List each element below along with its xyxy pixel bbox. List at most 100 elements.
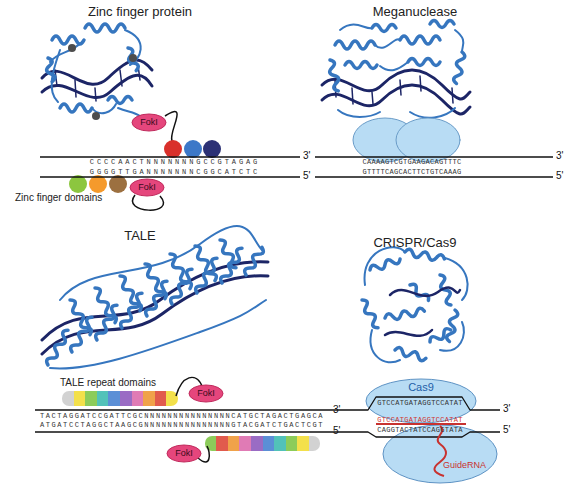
zinc-finger-structure bbox=[50, 40, 84, 62]
cas9-structure bbox=[446, 309, 458, 342]
zinc-finger-structure bbox=[52, 36, 84, 44]
node-label: GuideRNA bbox=[443, 460, 486, 471]
zinc-finger-structure bbox=[45, 24, 140, 112]
node-text-box: FokI bbox=[131, 113, 167, 132]
cas9-structure bbox=[394, 347, 427, 362]
node-ellipse bbox=[132, 114, 166, 131]
meganuclease-structure bbox=[372, 25, 396, 32]
zinc-finger-structure bbox=[129, 54, 137, 62]
meganuclease-structure bbox=[338, 110, 380, 117]
cas9-structure bbox=[428, 327, 452, 345]
zinc-finger-structure bbox=[55, 70, 57, 86]
meganuclease-structure bbox=[338, 25, 463, 118]
cas9-structure bbox=[437, 274, 455, 306]
node-text-box: FokI bbox=[188, 384, 224, 403]
tale-structure bbox=[243, 246, 265, 277]
strand-end-label: 5' bbox=[503, 424, 510, 435]
tale-structure bbox=[69, 316, 95, 354]
zinc-finger-structure bbox=[120, 70, 122, 86]
strand-end-label: 5' bbox=[556, 170, 563, 181]
node-label: FokI bbox=[197, 388, 215, 399]
tale-structure bbox=[167, 252, 193, 290]
zinc-finger-domains bbox=[69, 175, 87, 193]
cas9-structure bbox=[359, 249, 458, 362]
foki-domain: FokI bbox=[166, 444, 202, 463]
guide-rna-strand bbox=[376, 424, 466, 476]
tale-repeat-bar bbox=[205, 436, 320, 451]
node-ellipse bbox=[130, 179, 164, 196]
tale-structure bbox=[144, 280, 170, 318]
dna-strand bbox=[40, 176, 300, 177]
tale-structure bbox=[217, 238, 239, 269]
node-label: FokI bbox=[138, 182, 156, 193]
zinc-finger-structure bbox=[92, 112, 100, 120]
tale-structure bbox=[92, 286, 118, 324]
zinc-finger-structure bbox=[50, 30, 141, 116]
dna-sequence: TACTAGGATCCGATTCGCNNNNNNNNNNNNNNNCATGCTA… bbox=[40, 412, 324, 420]
tale-structure bbox=[219, 247, 245, 285]
foki-domain: FokI bbox=[131, 113, 167, 132]
panel-title: Meganuclease bbox=[373, 4, 458, 19]
meganuclease-structure bbox=[375, 39, 400, 48]
dna-strand bbox=[40, 157, 300, 177]
cas9-structure bbox=[359, 247, 468, 362]
tale-structure bbox=[42, 262, 268, 340]
tale-structure bbox=[42, 276, 268, 354]
meganuclease-structure bbox=[322, 21, 470, 163]
cas9-structure bbox=[404, 249, 445, 263]
zinc-finger-structure bbox=[52, 50, 60, 102]
meganuclease-structure bbox=[453, 51, 465, 84]
node-text-box: FokI bbox=[166, 444, 202, 463]
tale-structure bbox=[169, 268, 195, 306]
tale-structure bbox=[45, 238, 265, 367]
meganuclease-structure bbox=[410, 108, 455, 118]
cas9-structure bbox=[369, 256, 401, 274]
zinc-finger-structure bbox=[118, 108, 140, 116]
zinc-finger-structure bbox=[55, 65, 140, 101]
meganuclease-structure bbox=[353, 118, 417, 162]
zinc-finger-structure bbox=[42, 60, 152, 84]
dna-strand bbox=[40, 156, 300, 157]
cas9-structure bbox=[385, 288, 460, 336]
dna-strand bbox=[330, 397, 500, 437]
foki-domain: FokI bbox=[188, 384, 224, 403]
strand-end-label: 3' bbox=[556, 150, 563, 161]
dna-strand bbox=[35, 409, 330, 410]
meganuclease-structure bbox=[420, 76, 421, 91]
zinc-finger-structure bbox=[92, 104, 116, 113]
node-ellipse bbox=[167, 445, 201, 462]
cas9-structure bbox=[445, 258, 468, 300]
tale-structure bbox=[94, 304, 120, 342]
zinc-finger-structure bbox=[42, 75, 152, 97]
domain-label: Zinc finger domains bbox=[15, 192, 102, 204]
tale-structure bbox=[42, 226, 268, 369]
cas9-structure bbox=[408, 282, 431, 303]
strand-end-label: 3' bbox=[503, 403, 510, 414]
cas9-structure bbox=[371, 330, 400, 362]
cas9-structure bbox=[359, 298, 381, 329]
zinc-finger-domains bbox=[89, 175, 107, 193]
tale-structure bbox=[192, 244, 218, 282]
dna-strand bbox=[315, 157, 553, 177]
strand-end-label: 3' bbox=[333, 404, 340, 415]
zinc-finger-structure bbox=[68, 44, 76, 52]
meganuclease-structure bbox=[380, 62, 408, 70]
tale-structure bbox=[50, 300, 266, 368]
meganuclease-structure bbox=[322, 70, 470, 99]
strand-end-label: 3' bbox=[303, 150, 310, 161]
node-text-box: FokI bbox=[129, 178, 165, 197]
tale-structure bbox=[142, 262, 168, 300]
zinc-finger-domains bbox=[184, 140, 202, 158]
dna-sequence: GGGGTTGANNNNNNNCGGCATCTC bbox=[90, 168, 260, 176]
zinc-finger-structure bbox=[138, 65, 140, 80]
meganuclease-structure bbox=[400, 36, 440, 44]
tale-structure bbox=[194, 257, 220, 295]
tale-structure bbox=[45, 329, 71, 367]
dna-strand bbox=[330, 397, 500, 410]
meganuclease-structure bbox=[327, 21, 466, 92]
dna-sequence: GTCCATGATAGGTCCATAT bbox=[377, 399, 463, 407]
